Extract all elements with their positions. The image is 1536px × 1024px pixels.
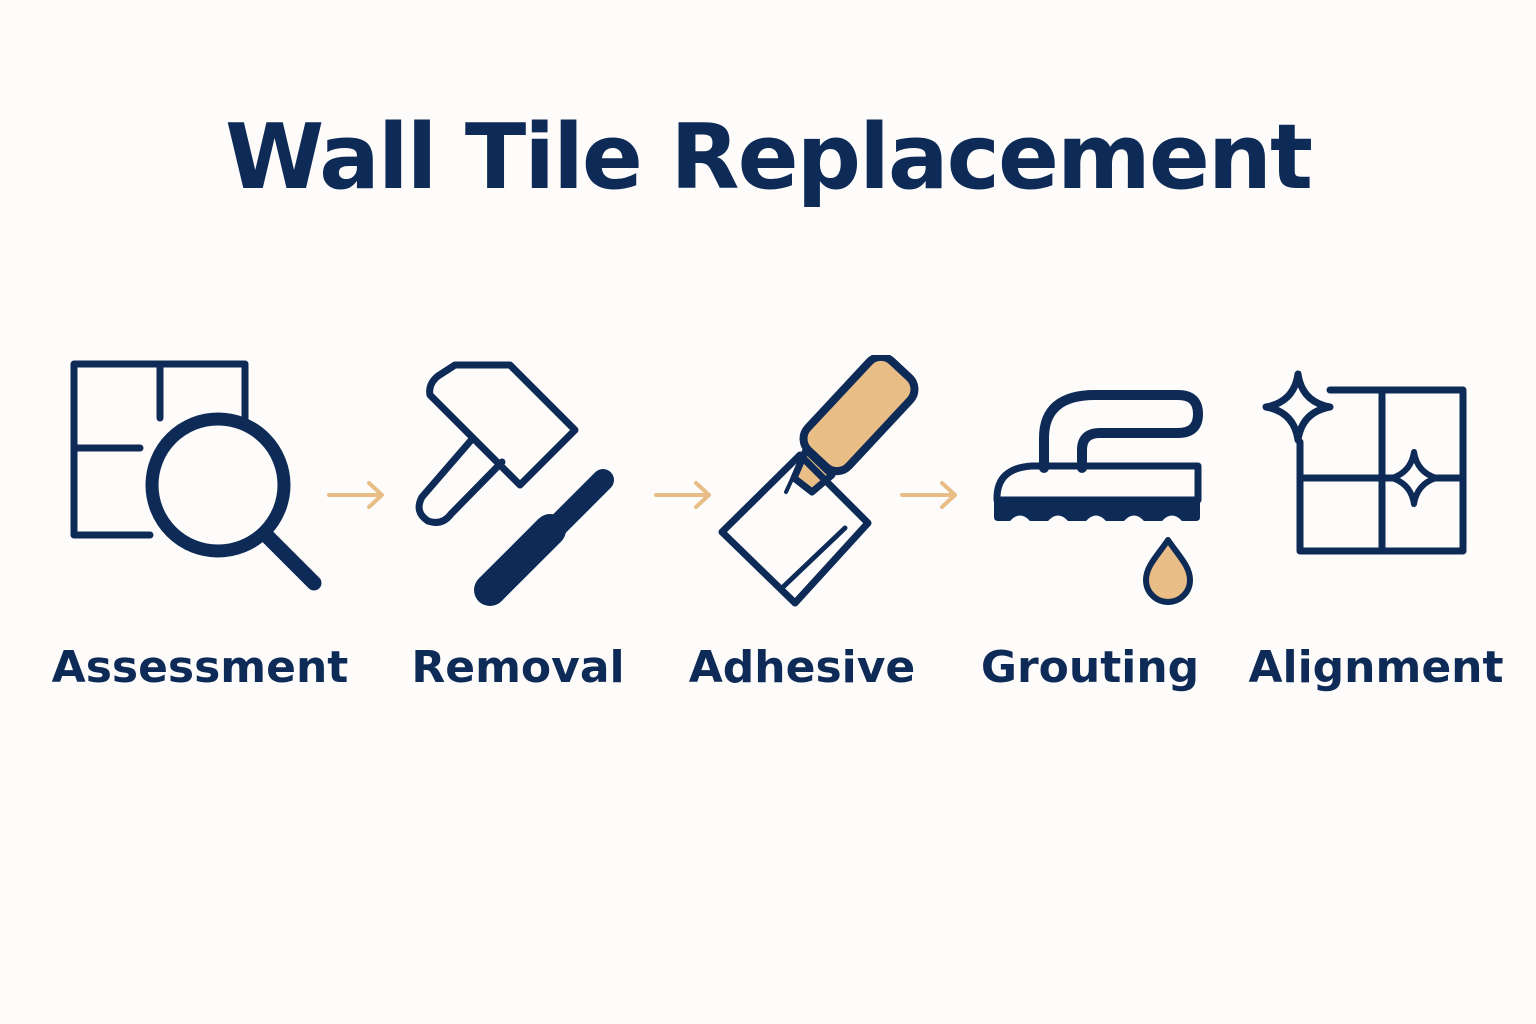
step-label-assessment: Assessment xyxy=(51,642,349,693)
arrow-right-icon xyxy=(654,481,711,509)
arrow-right-icon xyxy=(327,481,384,509)
arrow-right-icon xyxy=(900,481,957,509)
grout-float-icon xyxy=(993,390,1203,605)
step-label-alignment: Alignment xyxy=(1248,642,1504,693)
step-label-grouting: Grouting xyxy=(980,642,1200,693)
hammer-chisel-icon xyxy=(415,361,614,606)
tile-magnifier-icon xyxy=(70,360,322,591)
sparkling-tile-icon xyxy=(1262,370,1467,555)
page-title: Wall Tile Replacement xyxy=(225,105,1313,210)
step-label-removal: Removal xyxy=(411,642,625,693)
adhesive-trowel-icon xyxy=(718,355,919,607)
step-label-adhesive: Adhesive xyxy=(688,642,916,693)
